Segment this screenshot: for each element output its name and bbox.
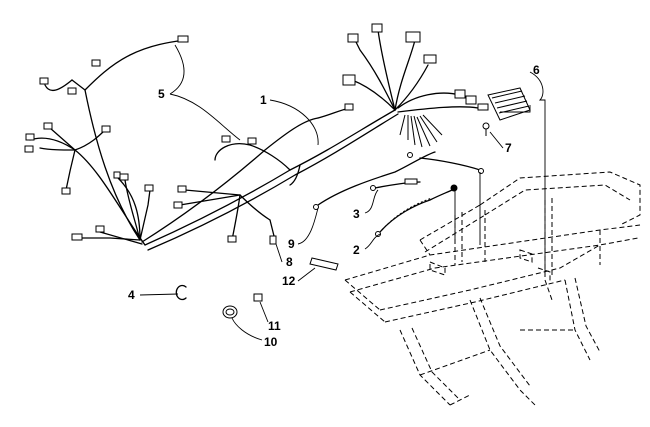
callout-4: 4: [128, 288, 135, 302]
vehicle-frame: [344, 171, 641, 406]
callout-6: 6: [533, 63, 540, 77]
cable-3: [370, 178, 421, 191]
callout-8: 8: [286, 255, 293, 269]
callout-5: 5: [158, 87, 165, 101]
callout-10: 10: [264, 335, 278, 349]
leader-lines: [139, 44, 546, 341]
callout-12: 12: [282, 274, 296, 288]
callout-9: 9: [288, 237, 295, 251]
wire-clip: [269, 235, 277, 245]
callout-1: 1: [260, 93, 267, 107]
mounting-screw: [482, 122, 490, 136]
voltage-regulator: [477, 87, 531, 121]
cable-clamp: [309, 257, 339, 271]
main-wiring-harness: [24, 23, 479, 251]
callout-2: 2: [353, 243, 360, 257]
callout-7: 7: [505, 141, 512, 155]
callout-labels: 1 2 3 4 5 6 7 8 9 10 11 12: [128, 63, 540, 349]
hose-clamp: [222, 305, 238, 319]
callout-3: 3: [353, 207, 360, 221]
ground-cable-2: [375, 184, 458, 237]
grommet: [175, 284, 187, 301]
cable-9: [313, 151, 484, 210]
retaining-clip: [253, 293, 263, 302]
callout-11: 11: [268, 319, 281, 333]
